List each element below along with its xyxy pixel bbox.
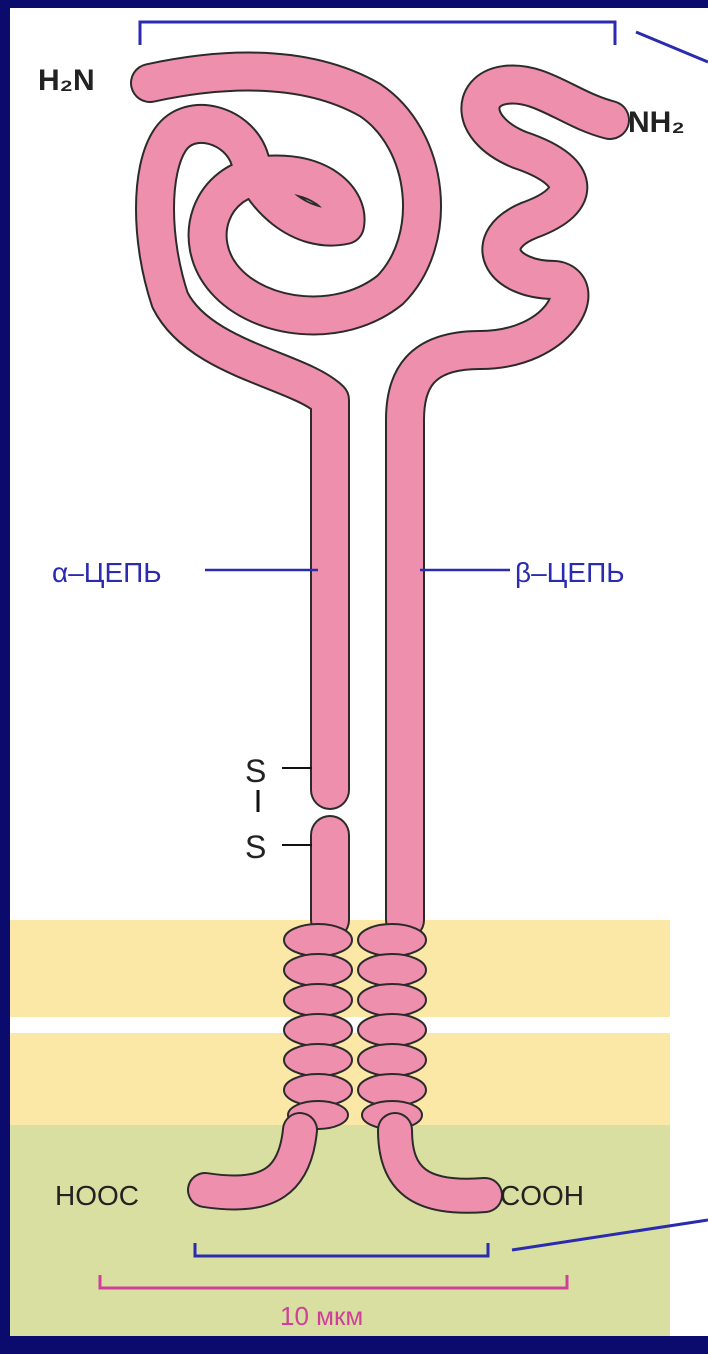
disulfide-s-top: S [245, 753, 266, 789]
alpha-chain-label: α–ЦЕПЬ [52, 557, 162, 588]
c-terminus-alpha-label: HOOC [55, 1180, 139, 1211]
n-terminus-alpha-label: H₂N [38, 64, 95, 97]
n-terminus-beta-label: NH₂ [628, 106, 685, 139]
beta-chain-label: β–ЦЕПЬ [515, 557, 625, 588]
disulfide-s-bottom: S [245, 829, 266, 865]
scale-label: 10 мкм [280, 1301, 363, 1331]
c-terminus-beta-label: COOH [500, 1180, 584, 1211]
